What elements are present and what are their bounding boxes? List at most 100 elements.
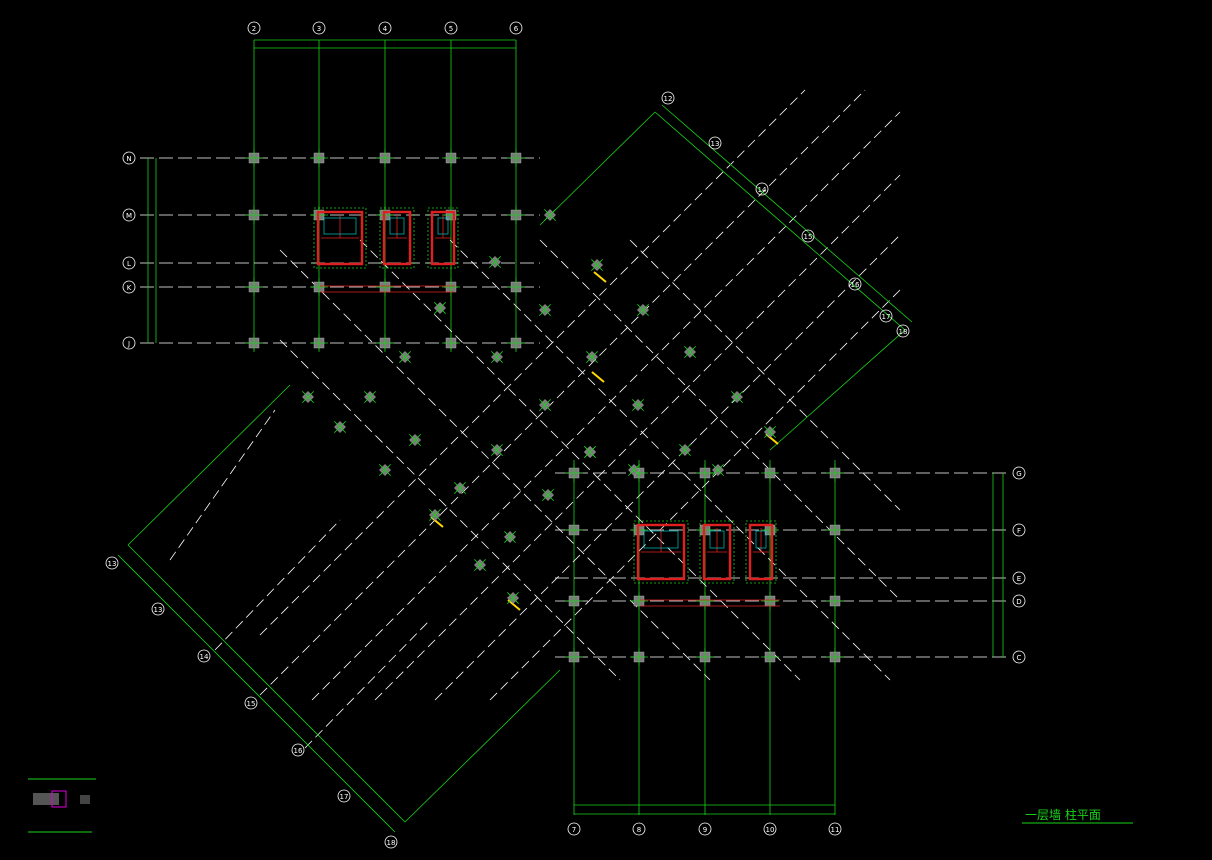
column-tick (542, 489, 554, 501)
column (364, 391, 376, 403)
diagonal-grid-line (259, 89, 866, 696)
column (628, 464, 640, 476)
tag-mark (591, 371, 605, 383)
drawing-title-block: 一层墙 柱平面 (1022, 807, 1133, 824)
wall-opening (755, 530, 767, 549)
wall-outline (745, 520, 777, 584)
grid-lines (140, 40, 1010, 815)
column-tick (764, 426, 776, 438)
drawing-title: 一层墙 柱平面 (1025, 807, 1101, 822)
axis-bubble: 17 (337, 789, 351, 803)
axis-bubble: K (122, 280, 136, 294)
axis-bubble: 15 (244, 696, 258, 710)
diagonal-grid-line (434, 234, 901, 701)
dimension-line (127, 544, 406, 823)
axis-bubble-circle (312, 21, 326, 35)
column (565, 521, 583, 539)
column (507, 278, 525, 296)
axis-bubble-label: J (127, 340, 130, 348)
axis-bubble: 7 (567, 822, 581, 836)
column-tick (474, 559, 486, 571)
column-tick (379, 464, 391, 476)
axis-bubble-circle (444, 21, 458, 35)
column (409, 434, 421, 446)
axis-bubble-circle (244, 696, 258, 710)
axis-bubble-circle (1012, 571, 1026, 585)
core-wall (745, 520, 777, 584)
axis-bubble-circle (848, 277, 862, 291)
diagonal-grid-line (629, 239, 901, 511)
axis-bubble: 13 (151, 602, 165, 616)
column (245, 149, 263, 167)
core-wall (633, 520, 689, 584)
axis-bubble-label: 8 (637, 826, 641, 834)
axis-bubble-circle (247, 21, 261, 35)
column (376, 149, 394, 167)
column (565, 464, 583, 482)
column (826, 648, 844, 666)
axis-bubble-label: C (1017, 654, 1022, 662)
column-tick (489, 256, 501, 268)
wall-outline (699, 520, 735, 584)
axis-bubble-label: 16 (851, 281, 860, 289)
column (584, 446, 596, 458)
diagonal-grid-line (279, 339, 621, 681)
dimension-line (769, 329, 906, 451)
column (310, 149, 328, 167)
column-tick (584, 446, 596, 458)
axis-bubble-label: 7 (572, 826, 576, 834)
axis-bubble-circle (1012, 650, 1026, 664)
axis-bubble: 13 (105, 556, 119, 570)
axis-bubble: 12 (661, 91, 675, 105)
axis-bubble-label: 2 (252, 25, 256, 33)
diagonal-grid-line (374, 174, 901, 701)
axis-bubble-label: 17 (340, 793, 349, 801)
axis-bubble-label: 14 (758, 186, 767, 194)
axis-bubble: L (122, 256, 136, 270)
column (310, 278, 328, 296)
axis-bubble: F (1012, 523, 1026, 537)
axis-bubble: 5 (444, 21, 458, 35)
dimension-line (539, 111, 656, 226)
axis-bubble-label: D (1016, 598, 1021, 606)
axis-bubble: E (1012, 571, 1026, 585)
column-tick (399, 351, 411, 363)
wall-outline (313, 207, 367, 269)
axis-bubble-label: 4 (383, 25, 388, 33)
column (379, 464, 391, 476)
axis-bubble-label: 11 (831, 826, 840, 834)
axis-bubble-label: 18 (899, 328, 908, 336)
column (334, 421, 346, 433)
axis-bubble: 18 (384, 835, 398, 849)
axis-bubble-label: 15 (804, 233, 813, 241)
axis-bubble: 16 (848, 277, 862, 291)
column (826, 464, 844, 482)
axis-bubble-circle (661, 91, 675, 105)
column (684, 346, 696, 358)
axis-bubble-circle (828, 822, 842, 836)
axis-bubble-circle (291, 743, 305, 757)
axis-bubble-circle (122, 151, 136, 165)
diagonal-grid-line (489, 289, 901, 701)
axis-bubble: 14 (755, 182, 769, 196)
diagonal-grid-line (169, 409, 276, 561)
axis-bubble-circle (378, 21, 392, 35)
column (474, 559, 486, 571)
axis-bubble-label: 13 (154, 606, 163, 614)
axis-bubble: J (122, 336, 136, 350)
axis-bubble-circle (801, 229, 815, 243)
axis-bubble-circle (122, 336, 136, 350)
axis-bubble-label: F (1017, 527, 1021, 535)
axis-bubble-circle (708, 136, 722, 150)
axis-bubble: 17 (879, 309, 893, 323)
axis-bubble-circle (1012, 523, 1026, 537)
column-tick (632, 399, 644, 411)
axis-bubble-label: 6 (514, 25, 519, 33)
column (507, 592, 519, 604)
axis-bubble: C (1012, 650, 1026, 664)
axis-bubble-circle (122, 280, 136, 294)
axis-bubble: 2 (247, 21, 261, 35)
axis-bubble-label: N (126, 155, 131, 163)
axis-bubble: N (122, 151, 136, 165)
